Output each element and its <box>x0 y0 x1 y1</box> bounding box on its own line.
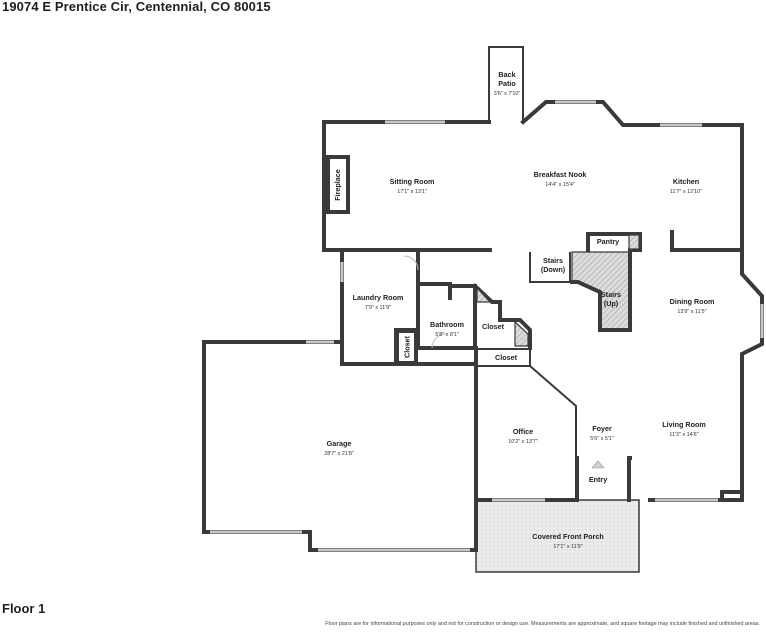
wall-office-south <box>474 346 568 502</box>
back-patio-dims: 3'6" x 7'10" <box>494 91 521 97</box>
pantry-label: Pantry <box>597 237 619 246</box>
disclaimer-text: Floor plans are for informational purpos… <box>325 621 760 627</box>
pantry-hatch <box>628 234 640 250</box>
wall-living-south <box>720 490 744 502</box>
stairs-up-label-2: (Up) <box>604 299 619 308</box>
address-title: 19074 E Prentice Cir, Centennial, CO 800… <box>2 0 271 14</box>
office-label: Office <box>513 427 533 436</box>
covered-front-porch-area <box>475 499 640 573</box>
closet-side-hatch <box>514 320 529 347</box>
breakfast-nook-dims: 14'4" x 15'4" <box>545 182 575 188</box>
closet-upper-label: Closet <box>482 322 505 331</box>
sitting-room-dims: 17'1" x 13'1" <box>397 189 427 195</box>
garage-label: Garage <box>327 439 352 448</box>
closet-lower-label: Closet <box>495 353 518 362</box>
foyer-label: Foyer <box>592 424 612 433</box>
bathroom-label: Bathroom <box>430 320 464 329</box>
door-swing-bathroom <box>431 333 447 349</box>
foyer-dims: 5'6" x 5'1" <box>590 436 614 442</box>
back-patio-label-1: Back <box>498 70 515 79</box>
back-patio-outline <box>488 46 524 122</box>
wall-foyer-west <box>564 456 579 502</box>
back-patio-label-2: Patio <box>498 79 516 88</box>
fireplace-label: Fireplace <box>333 169 342 201</box>
laundry-room-label: Laundry Room <box>353 293 404 302</box>
bathroom-walls <box>416 282 477 350</box>
floor-label: Floor 1 <box>2 601 46 616</box>
wall-foyer-south <box>627 456 632 502</box>
dining-room-dims: 13'9" x 11'5" <box>677 309 706 315</box>
garage-dims: 28'7" x 21'8" <box>324 451 354 457</box>
breakfast-nook-label: Breakfast Nook <box>534 170 587 179</box>
covered-front-porch-dims: 17'1" x 11'9" <box>553 544 582 550</box>
sitting-room-label: Sitting Room <box>390 177 435 186</box>
closet-lower-box <box>476 348 531 367</box>
living-room-dims: 11'3" x 14'6" <box>669 432 698 438</box>
laundry-room-dims: 7'9" x 11'9" <box>365 305 391 311</box>
stairs-up-label-1: Stairs <box>601 290 621 299</box>
covered-front-porch-label: Covered Front Porch <box>532 532 604 541</box>
entry-label: Entry <box>589 475 607 484</box>
office-diagonal-wall <box>529 365 577 458</box>
kitchen-label: Kitchen <box>673 177 699 186</box>
stairs-down-label-1: Stairs <box>543 256 563 265</box>
closet-upper-walls <box>472 283 532 350</box>
wall-dining-bay <box>740 248 764 502</box>
kitchen-dims: 11'7" x 12'10" <box>670 189 702 195</box>
stairs-up-walls <box>570 250 632 332</box>
closet-upper-hatch <box>476 286 492 303</box>
closet-vertical-label: Closet <box>403 335 412 358</box>
dining-room-label: Dining Room <box>670 297 715 306</box>
fireplace-box <box>326 155 350 214</box>
living-room-label: Living Room <box>662 420 706 429</box>
entry-arrow-icon <box>591 460 605 469</box>
pantry-walls <box>586 232 642 252</box>
office-dims: 10'2" x 13'7" <box>508 439 538 445</box>
stairs-down-label-2: (Down) <box>541 265 566 274</box>
stairs-down-walls <box>529 252 571 283</box>
bathroom-dims: 5'8" x 8'1" <box>435 332 459 338</box>
door-swing-laundry <box>403 255 419 271</box>
